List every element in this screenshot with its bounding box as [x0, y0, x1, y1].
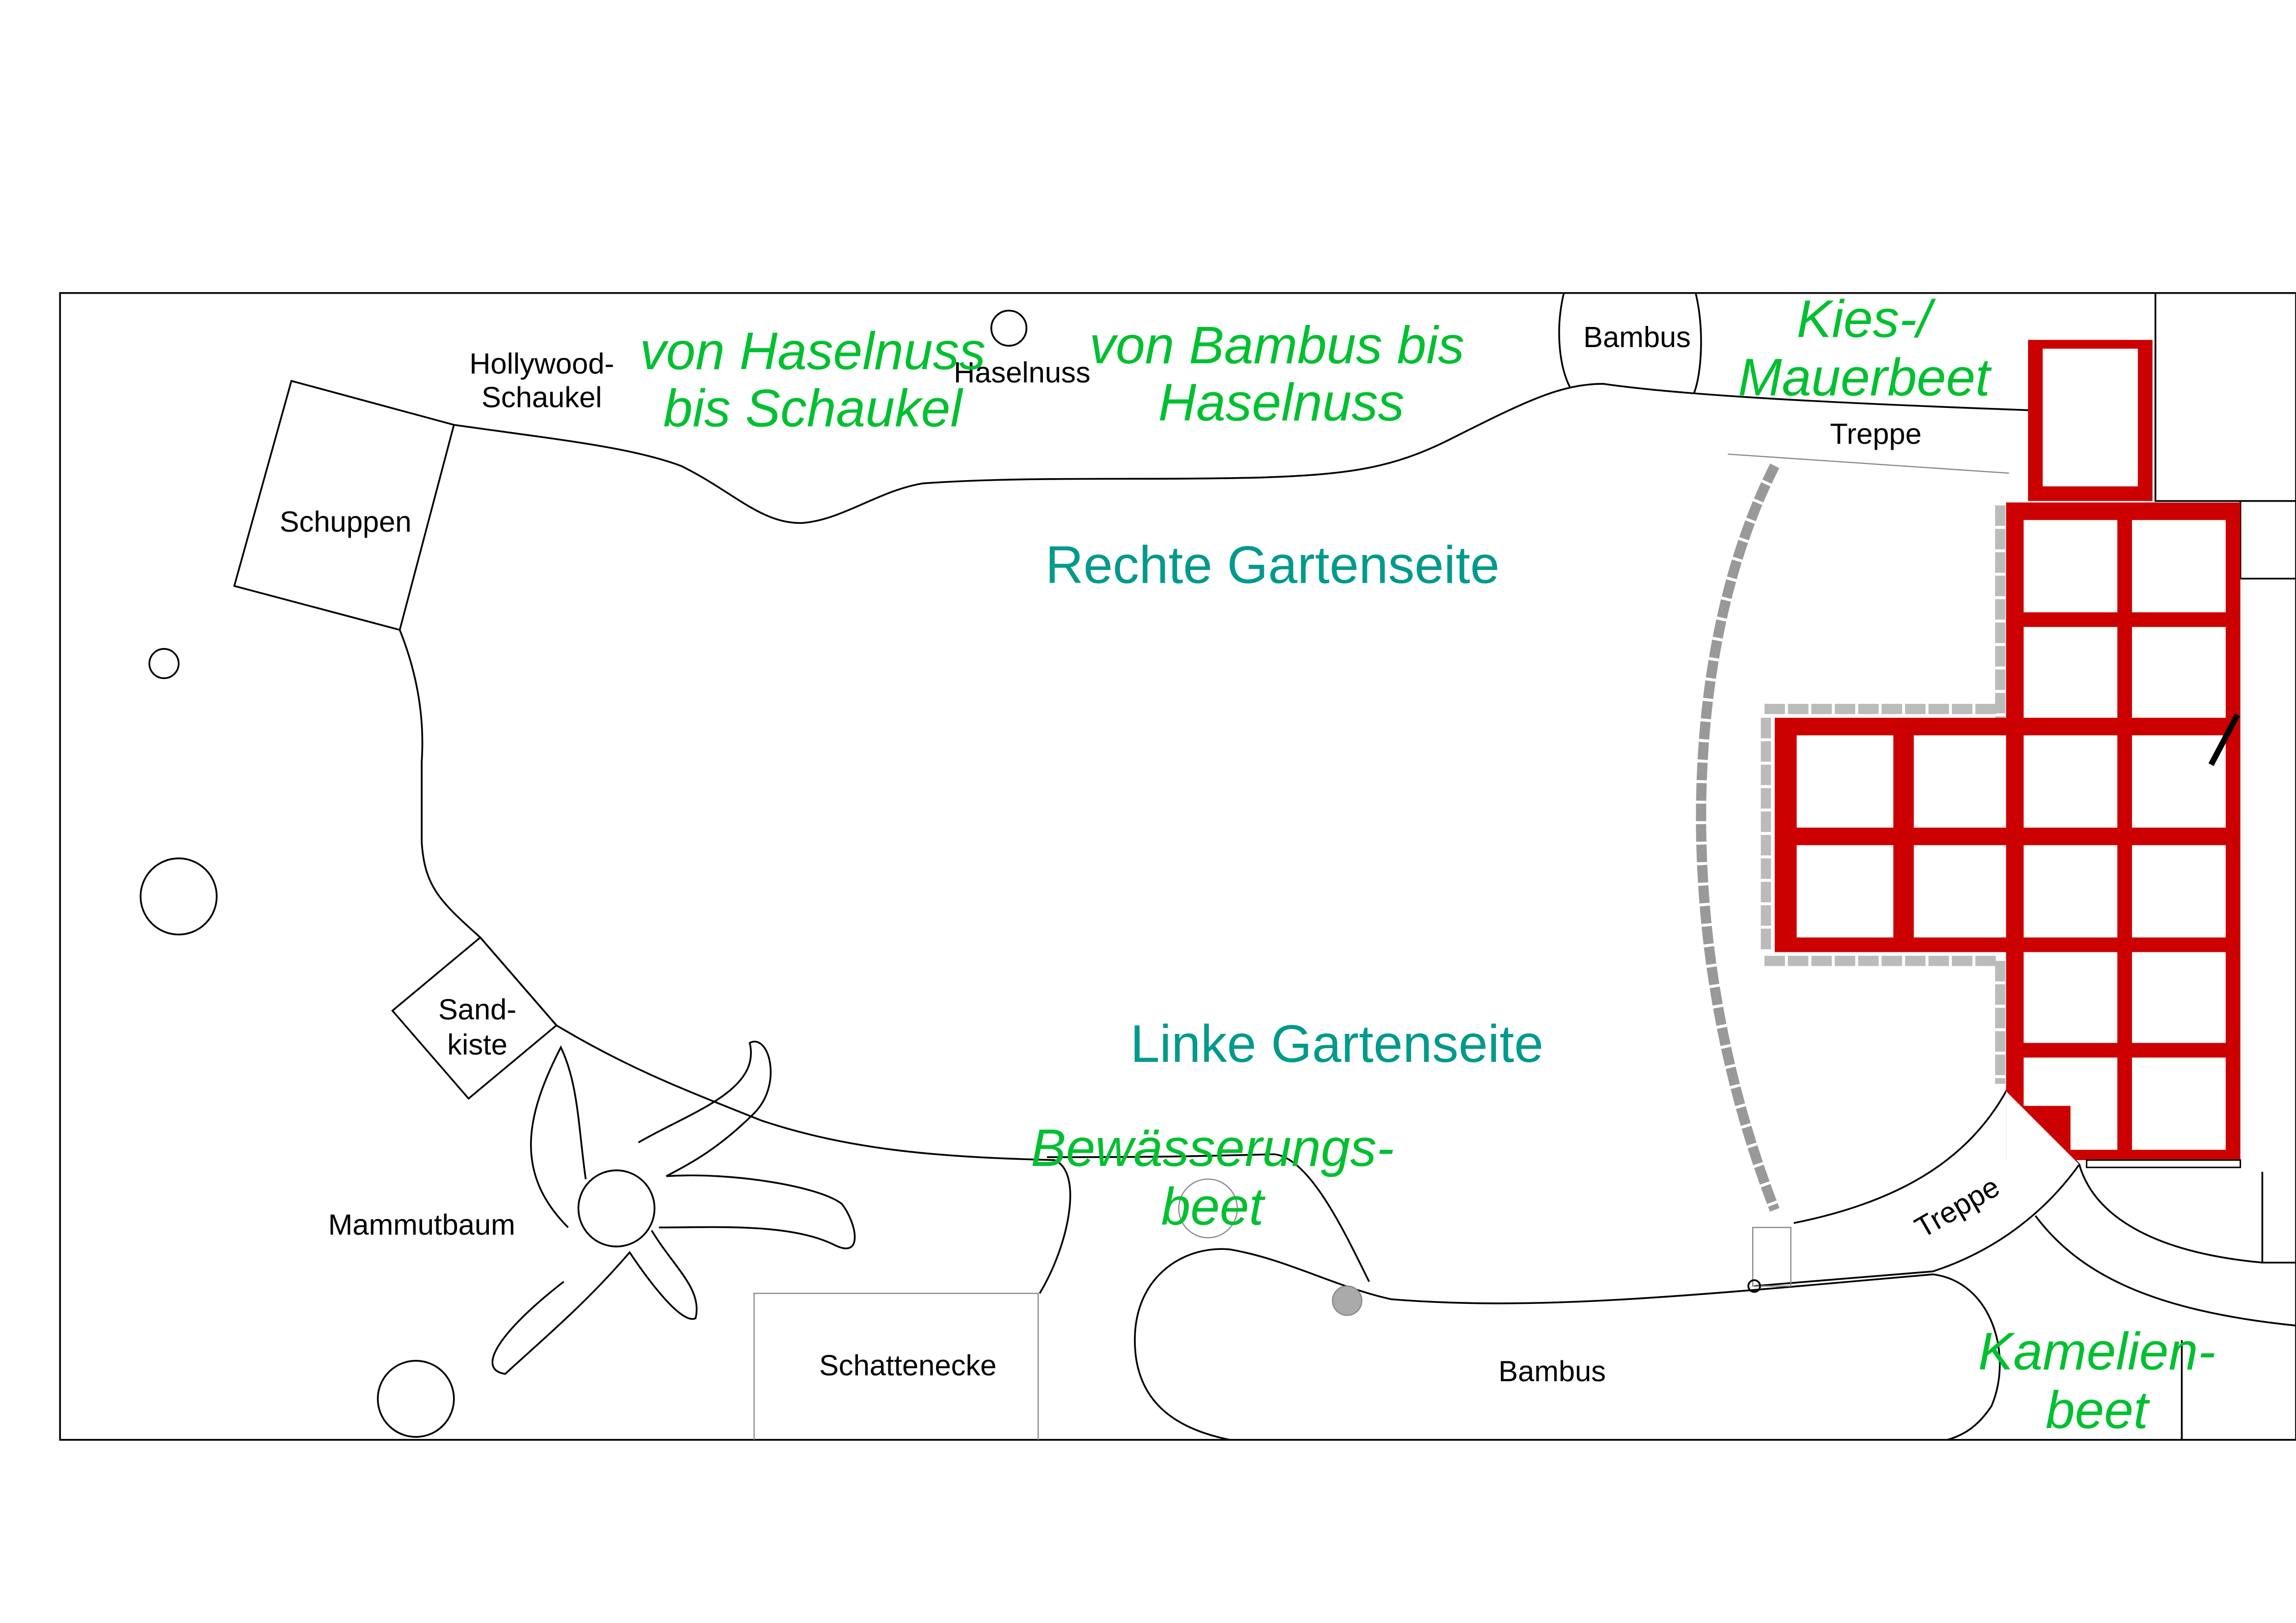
- garden-boundary: [59, 292, 2296, 1441]
- small-box: [1752, 1227, 1791, 1287]
- path-left: [399, 629, 558, 1026]
- marker-circle: [1747, 1279, 1761, 1293]
- sandkiste-shape: [391, 936, 558, 1100]
- area-kies-2: Mauerbeet: [1738, 348, 1992, 407]
- slash-mark: [2208, 713, 2240, 766]
- label-bambus-bottom: Bambus: [1498, 1355, 1606, 1388]
- label-haselnuss: Haselnuss: [954, 356, 1091, 389]
- label-schattenecke: Schattenecke: [819, 1349, 997, 1382]
- side-left-label: Linke Gartenseite: [1130, 1014, 1544, 1073]
- side-right-label: Rechte Gartenseite: [1045, 536, 1499, 595]
- label-bambus-top: Bambus: [1583, 321, 1691, 353]
- area-kamelien-2: beet: [2046, 1380, 2150, 1439]
- drain-symbol: [1332, 1285, 1362, 1316]
- mauerbeet-walls: [1774, 340, 2242, 1168]
- bambus-top-bed: [1558, 293, 1702, 393]
- area-bewaesserung-2: beet: [1161, 1177, 1266, 1236]
- mammutbaum-roots: [491, 1041, 856, 1375]
- mammutbaum-trunk: [577, 1169, 656, 1247]
- area-haselnuss-schaukel-2: bis Schaukel: [663, 379, 963, 437]
- label-mammutbaum: Mammutbaum: [328, 1208, 515, 1241]
- label-sandkiste-1: Sand-: [438, 993, 516, 1026]
- label-hollywood-schaukel-1: Hollywood-: [469, 347, 614, 380]
- area-bewaesserung-1: Bewässerungs-: [1031, 1118, 1394, 1177]
- tree-bottom: [376, 1359, 455, 1438]
- tree-small: [148, 648, 180, 679]
- label-treppe-top: Treppe: [1830, 417, 1922, 450]
- bewaesserung-symbol: [1178, 1178, 1238, 1239]
- label-treppe-bottom: Treppe: [1909, 1170, 2005, 1244]
- haselnuss-tree: [990, 309, 1028, 347]
- treppe-bottom: [1754, 1089, 2296, 1326]
- tree-medium: [139, 857, 218, 936]
- area-bambus-haselnuss-1: von Bambus bis: [1090, 316, 1465, 375]
- area-kies-1: Kies-/: [1797, 289, 1937, 348]
- bambus-bottom-bed: [1134, 1248, 2001, 1441]
- area-kamelien-1: Kamelien-: [1978, 1322, 2216, 1381]
- schattenecke-shape: [753, 1293, 1039, 1440]
- label-hollywood-schaukel-2: Schaukel: [481, 381, 602, 414]
- path-lower: [556, 1025, 1370, 1294]
- label-schuppen: Schuppen: [280, 505, 412, 538]
- area-haselnuss-schaukel-1: von Haselnuss: [640, 322, 986, 380]
- path-upper: [454, 383, 2029, 524]
- label-sandkiste-2: kiste: [447, 1028, 507, 1061]
- area-bambus-haselnuss-2: Haselnuss: [1158, 373, 1404, 432]
- stone-arc: [1696, 463, 1780, 1212]
- stone-row: [1761, 505, 2005, 1084]
- treppe-top-line: [1728, 453, 2009, 474]
